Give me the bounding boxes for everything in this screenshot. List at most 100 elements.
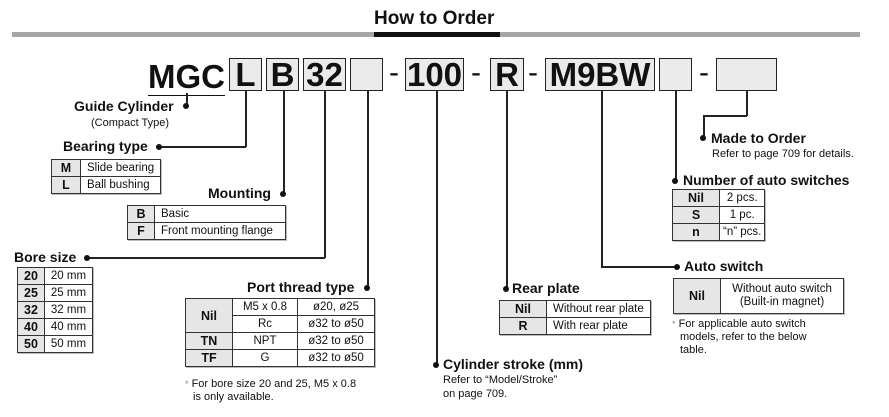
num-switches-label: Number of auto switches — [683, 172, 850, 188]
code-separator: - — [471, 56, 481, 89]
option-code: TF — [185, 349, 233, 367]
bullet-dot — [84, 255, 90, 261]
page-title: How to Order — [374, 8, 495, 29]
option-desc: Without auto switch (Built-in magnet) — [720, 278, 844, 314]
guide-cylinder-sub: (Compact Type) — [91, 117, 170, 129]
option-desc: Basic — [154, 205, 286, 223]
applicable-bore: ø20, ø25 — [297, 298, 375, 316]
bearing-type-label: Bearing type — [63, 138, 148, 154]
code-separator: - — [528, 56, 538, 89]
option-code: Nil — [185, 298, 233, 333]
thread-type: M5 x 0.8 — [232, 298, 298, 316]
cylinder-stroke-sub: Refer to “Model/Stroke” — [443, 374, 558, 386]
option-desc: 25 mm — [43, 284, 94, 302]
connector-line — [88, 257, 325, 259]
option-code: 40 — [17, 318, 45, 336]
option-desc: Slide bearing — [79, 159, 162, 177]
option-code: 32 — [17, 301, 45, 319]
port-thread-table: Nil M5 x 0.8 ø20, ø25 Rc ø32 to ø50 TN N… — [185, 298, 375, 367]
guide-cylinder-label: Guide Cylinder — [74, 98, 174, 114]
code-box-mounting: B — [266, 56, 299, 92]
option-code: Nil — [499, 300, 547, 318]
option-desc: 32 mm — [43, 301, 94, 319]
code-prefix: MGC — [148, 58, 225, 96]
bullet-dot — [672, 178, 678, 184]
code-box-switch: M9BW — [545, 56, 655, 92]
port-thread-label: Port thread type — [247, 279, 355, 295]
bullet-dot — [183, 103, 189, 109]
bearing-type-table: M Slide bearing L Ball bushing — [51, 159, 162, 194]
applicable-bore: ø32 to ø50 — [297, 349, 375, 367]
table-row: TN NPT ø32 to ø50 — [185, 332, 375, 350]
bullet-dot — [700, 135, 706, 141]
applicable-bore: ø32 to ø50 — [297, 332, 375, 350]
bullet-dot — [503, 286, 509, 292]
mounting-table: B Basic F Front mounting flange — [127, 205, 286, 240]
connector-line — [703, 115, 747, 117]
option-desc: Without rear plate — [546, 300, 651, 318]
connector-line — [675, 91, 677, 181]
option-code: Nil — [673, 278, 721, 314]
table-row: n“n” pcs. — [672, 223, 766, 241]
table-row: L Ball bushing — [51, 176, 162, 194]
connector-line — [367, 91, 369, 289]
header-rule — [12, 32, 420, 37]
option-desc: 20 mm — [43, 267, 94, 285]
rear-plate-table: Nil Without rear plate R With rear plate — [499, 300, 651, 335]
option-desc: 2 pcs. — [718, 189, 766, 207]
option-code: 50 — [17, 335, 45, 353]
connector-line — [703, 115, 705, 138]
connector-line — [601, 91, 603, 267]
connector-line — [436, 91, 438, 366]
code-box-bore: 32 — [303, 56, 346, 92]
option-code: M — [51, 159, 81, 177]
bullet-dot — [280, 191, 286, 197]
option-desc: With rear plate — [546, 317, 651, 335]
connector-line — [746, 91, 748, 116]
cylinder-stroke-label: Cylinder stroke (mm) — [443, 356, 584, 372]
mounting-label: Mounting — [208, 185, 271, 201]
table-row: Nil Without rear plate — [499, 300, 651, 318]
bullet-dot — [364, 285, 370, 291]
header-rule-accent — [374, 32, 500, 37]
table-row: F Front mounting flange — [127, 222, 286, 240]
option-code: Nil — [672, 189, 720, 207]
asterisk-icon: * — [672, 319, 676, 329]
code-separator: - — [389, 56, 399, 89]
asterisk-icon: * — [185, 379, 189, 389]
connector-line — [601, 266, 677, 268]
option-code: R — [499, 317, 547, 335]
table-row: R With rear plate — [499, 317, 651, 335]
option-desc: “n” pcs. — [718, 223, 766, 241]
connector-line — [324, 91, 326, 258]
auto-switch-table: Nil Without auto switch (Built-in magnet… — [673, 278, 844, 314]
applicable-bore: ø32 to ø50 — [297, 315, 375, 333]
option-code: S — [672, 206, 720, 224]
option-code: n — [672, 223, 720, 241]
code-box-rear: R — [490, 56, 524, 92]
bore-size-label: Bore size — [14, 249, 77, 265]
option-code: 25 — [17, 284, 45, 302]
table-row: Nil M5 x 0.8 ø20, ø25 — [185, 298, 375, 333]
rear-plate-label: Rear plate — [512, 280, 580, 296]
table-row: Rc ø32 to ø50 — [186, 315, 375, 333]
connector-line — [186, 93, 188, 108]
option-code: F — [127, 222, 155, 240]
table-row: TF G ø32 to ø50 — [185, 349, 375, 367]
port-thread-note: * For bore size 20 and 25, M5 x 0.8 is o… — [185, 378, 357, 403]
option-desc: Ball bushing — [79, 176, 162, 194]
option-desc: 50 mm — [43, 335, 94, 353]
table-row: M Slide bearing — [51, 159, 162, 177]
bullet-dot — [433, 362, 439, 368]
connector-line — [283, 91, 285, 195]
code-box-bearing: L — [229, 56, 262, 92]
cylinder-stroke-sub: on page 709. — [443, 388, 508, 400]
bullet-dot — [156, 144, 162, 150]
table-row: Nil Without auto switch (Built-in magnet… — [673, 278, 844, 314]
